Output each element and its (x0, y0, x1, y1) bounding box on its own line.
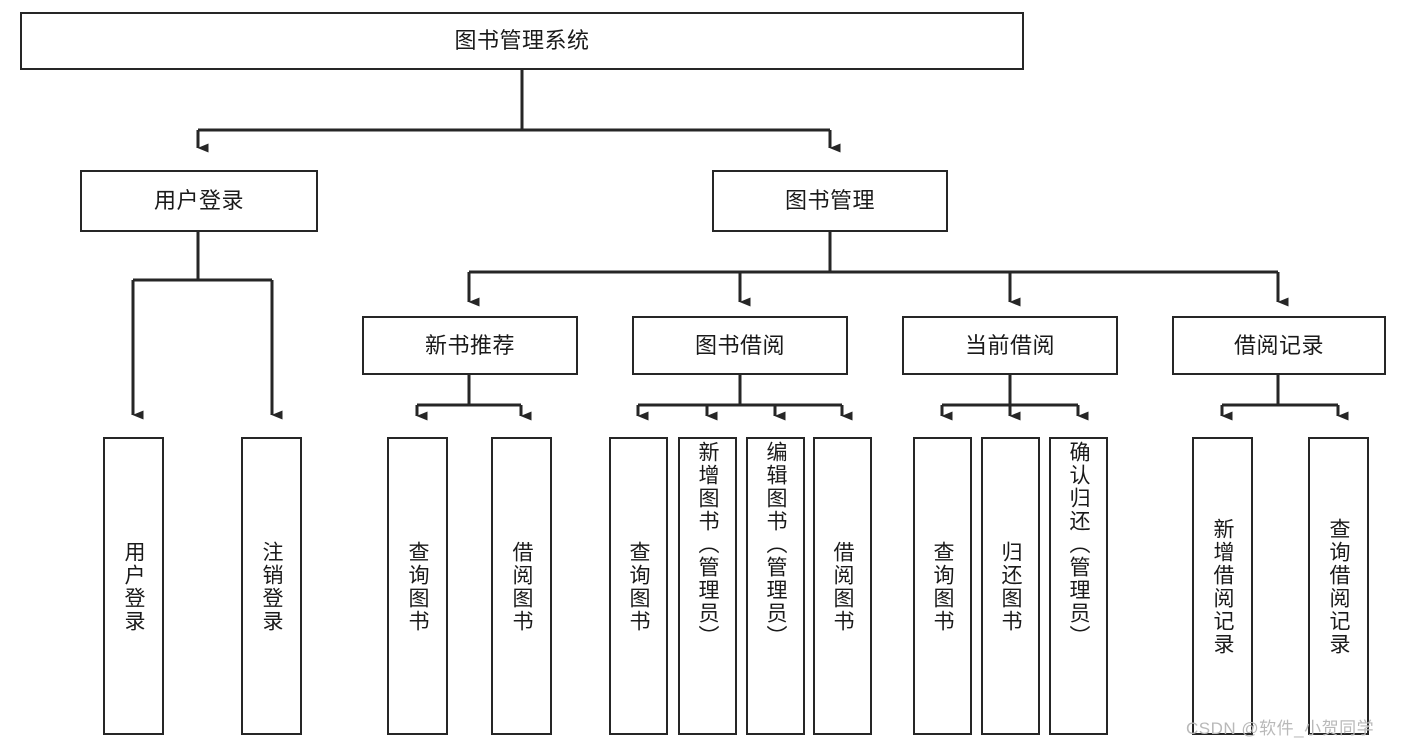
node-book-borrow[interactable]: 图书借阅 (632, 316, 848, 375)
node-label: 确认归还（管理员） (1067, 441, 1090, 648)
node-label: 新书推荐 (424, 332, 515, 358)
node-label: 注销登录 (260, 541, 283, 633)
node-label: 查询图书 (627, 541, 650, 633)
node-label: 借阅记录 (1233, 332, 1324, 358)
leaf-record-query-record[interactable]: 查询借阅记录 (1308, 437, 1369, 735)
node-label: 借阅图书 (831, 541, 854, 633)
node-label: 图书管理 (784, 188, 875, 214)
leaf-current-confirm-return[interactable]: 确认归还（管理员） (1049, 437, 1108, 735)
leaf-new-book-query[interactable]: 查询图书 (387, 437, 448, 735)
csdn-watermark: CSDN @软件_小贺同学 (1186, 719, 1375, 738)
node-label: 新增借阅记录 (1211, 518, 1234, 656)
node-current-borrow[interactable]: 当前借阅 (902, 316, 1118, 375)
node-label: 查询借阅记录 (1327, 518, 1350, 656)
node-book-management[interactable]: 图书管理 (712, 170, 948, 232)
node-label: 用户登录 (122, 541, 145, 633)
node-label: 查询图书 (406, 541, 429, 633)
leaf-new-book-borrow[interactable]: 借阅图书 (491, 437, 552, 735)
leaf-user-login-login[interactable]: 用户登录 (103, 437, 164, 735)
node-label: 编辑图书（管理员） (764, 441, 787, 648)
leaf-current-query-book[interactable]: 查询图书 (913, 437, 972, 735)
node-label: 图书借阅 (694, 332, 785, 358)
node-user-login[interactable]: 用户登录 (80, 170, 318, 232)
node-new-book-recommend[interactable]: 新书推荐 (362, 316, 578, 375)
leaf-borrow-add-book[interactable]: 新增图书（管理员） (678, 437, 737, 735)
node-label: 归还图书 (999, 541, 1022, 633)
node-label: 新增图书（管理员） (696, 441, 719, 648)
leaf-current-return-book[interactable]: 归还图书 (981, 437, 1040, 735)
leaf-user-login-logout[interactable]: 注销登录 (241, 437, 302, 735)
leaf-record-add-record[interactable]: 新增借阅记录 (1192, 437, 1253, 735)
node-label: 用户登录 (153, 188, 244, 214)
node-root-system[interactable]: 图书管理系统 (20, 12, 1024, 70)
leaf-borrow-edit-book[interactable]: 编辑图书（管理员） (746, 437, 805, 735)
leaf-borrow-borrow-book[interactable]: 借阅图书 (813, 437, 872, 735)
node-label: 借阅图书 (510, 541, 533, 633)
node-label: 图书管理系统 (454, 28, 590, 54)
node-borrow-record[interactable]: 借阅记录 (1172, 316, 1386, 375)
leaf-borrow-query-book[interactable]: 查询图书 (609, 437, 668, 735)
node-label: 查询图书 (931, 541, 954, 633)
node-label: 当前借阅 (964, 332, 1055, 358)
